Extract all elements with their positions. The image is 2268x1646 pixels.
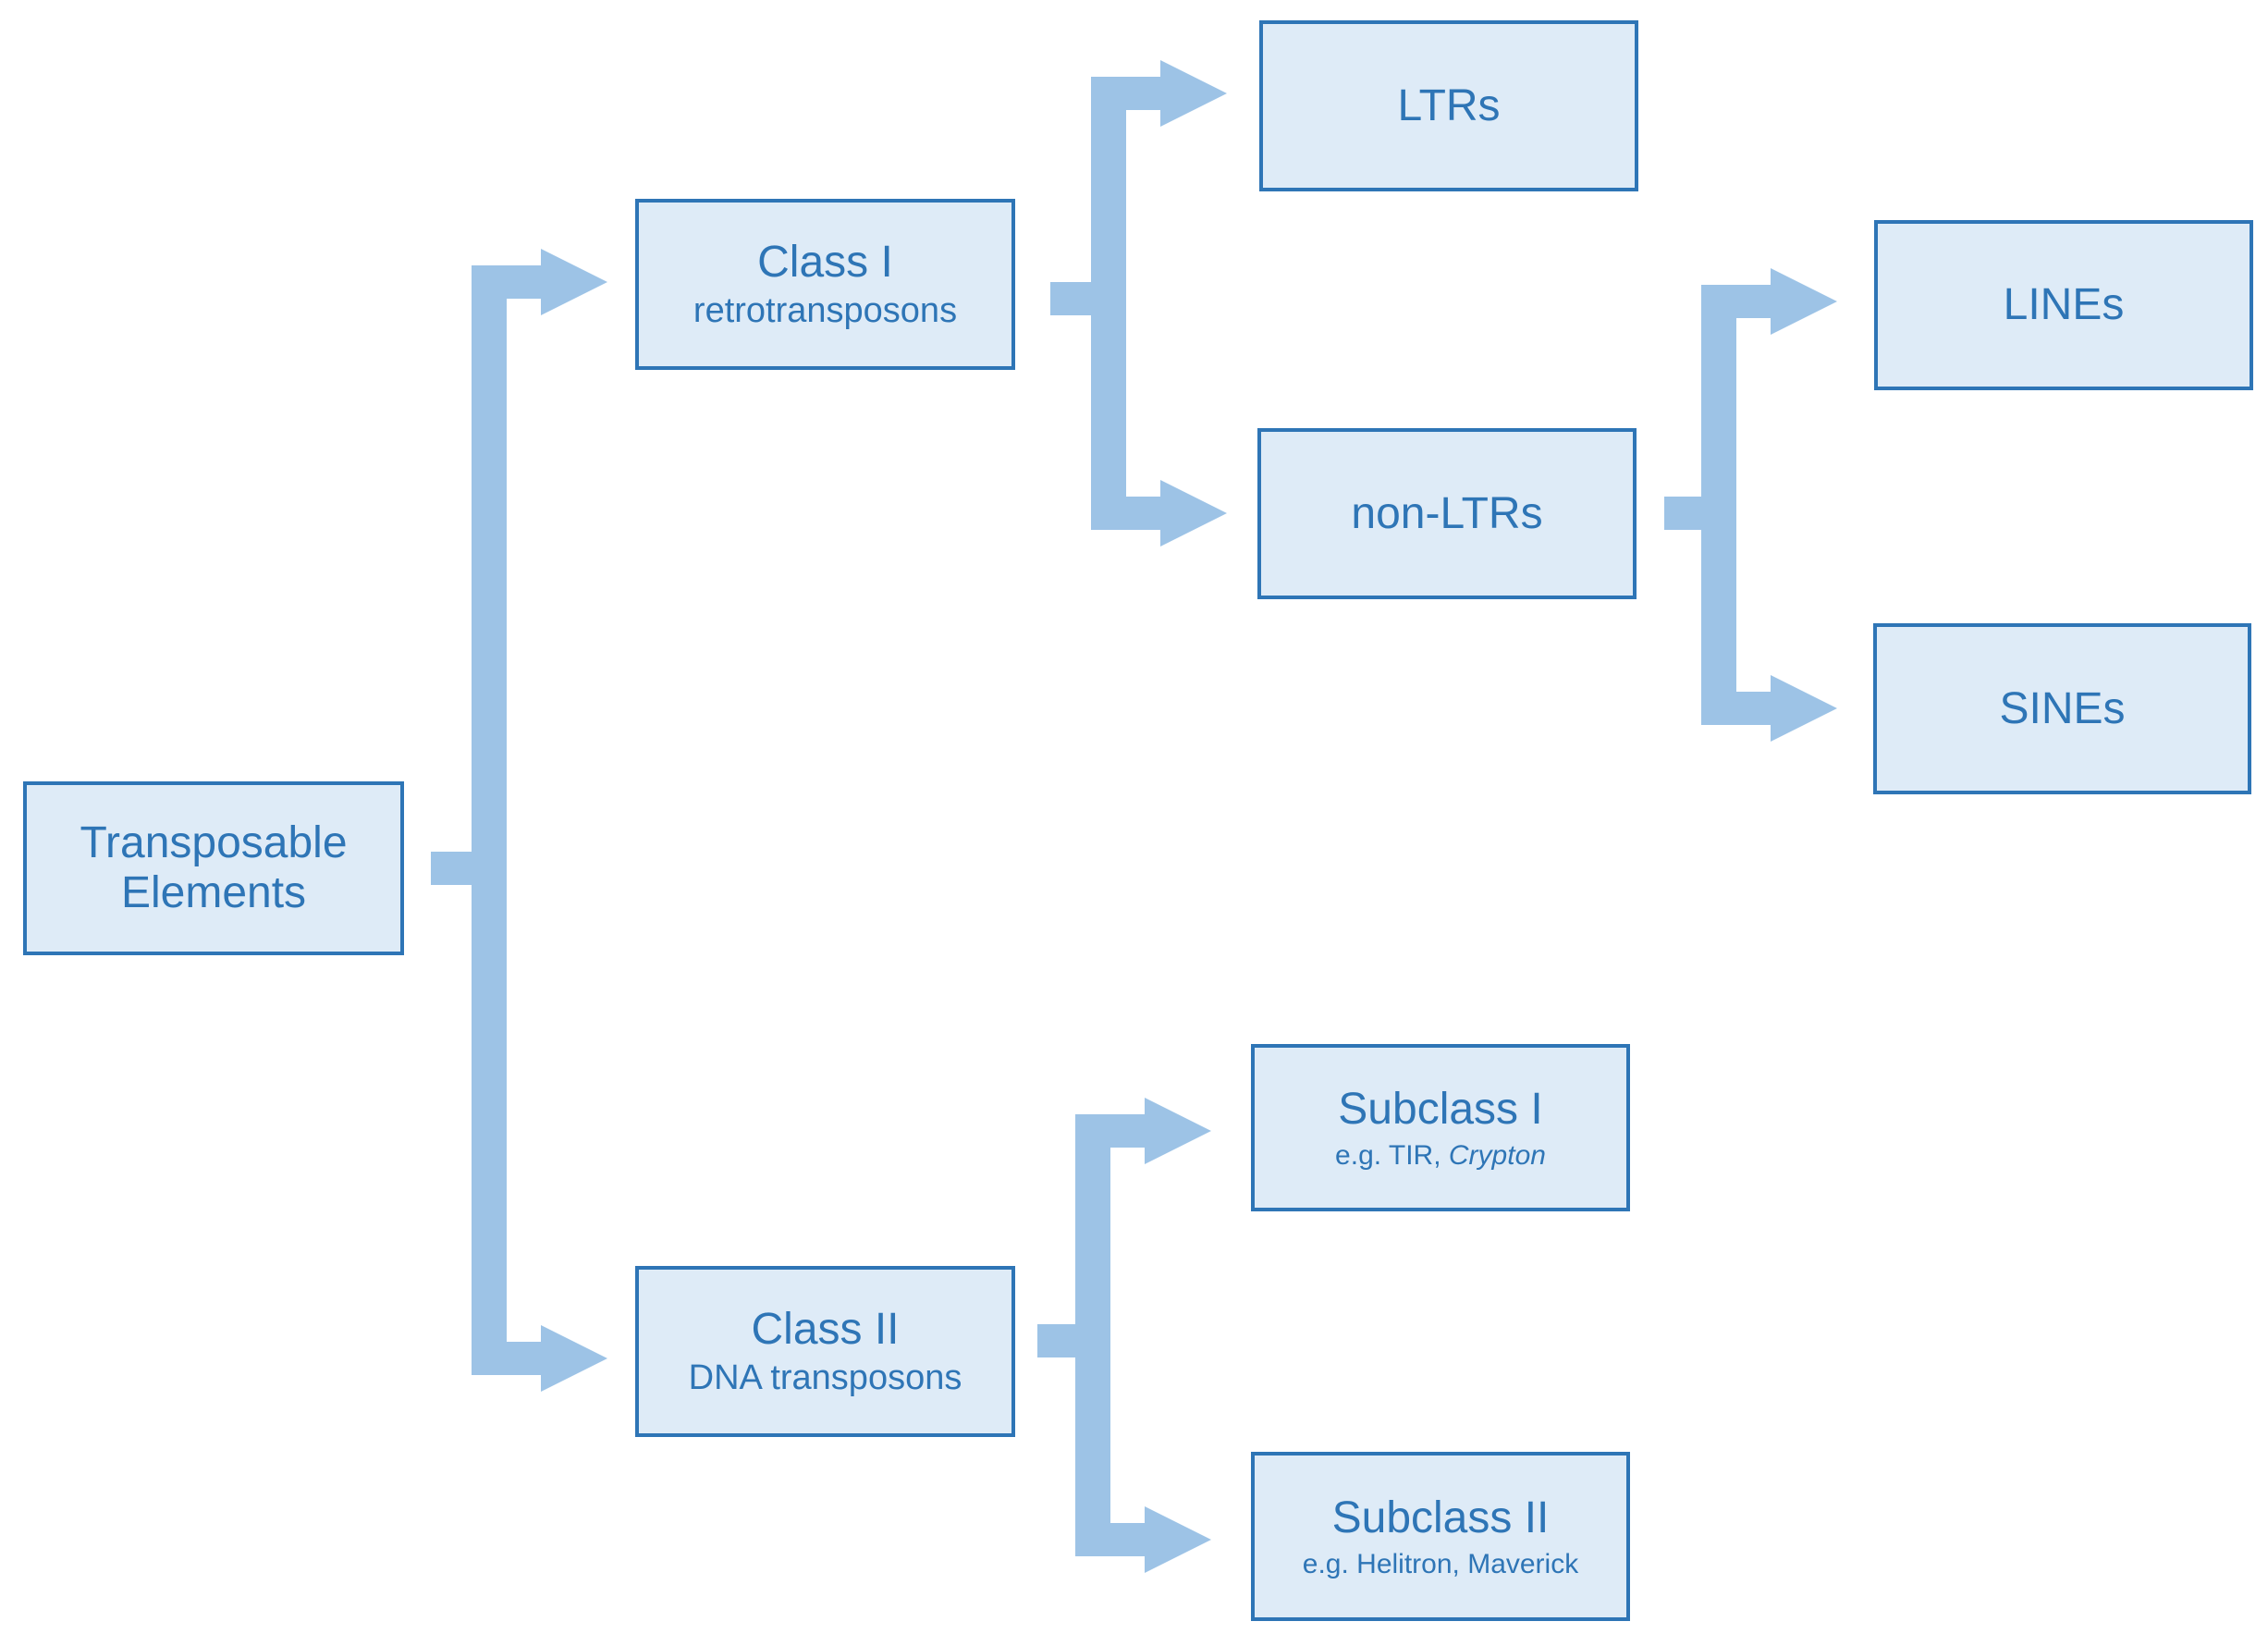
node-class-2: Class II DNA transposons [635,1266,1015,1437]
node-sublabel-regular: e.g. TIR, [1335,1139,1441,1171]
node-sublabel: e.g. TIR, Crypton [1335,1140,1546,1171]
node-sublabel: DNA transposons [688,1358,962,1398]
node-label: LTRs [1397,80,1501,130]
node-sublabel-italic: Crypton [1448,1139,1546,1171]
arrow-connector-class1-to-ltr-types [1050,60,1227,547]
node-label: SINEs [1999,683,2126,733]
node-class-1: Class I retrotransposons [635,199,1015,370]
arrow-connector-root-to-classes [431,249,607,1392]
node-label: Class I [757,237,893,287]
node-label: Class II [751,1304,900,1354]
arrow-connector-nonltrs-to-lines-sines [1664,268,1837,742]
node-sines: SINEs [1873,623,2251,794]
arrow-connector-class2-to-subclasses [1037,1098,1211,1573]
node-sublabel: e.g. Helitron, Maverick [1302,1548,1579,1579]
node-ltrs: LTRs [1259,20,1638,191]
node-label: non-LTRs [1351,488,1543,538]
node-lines: LINEs [1874,220,2253,390]
node-label: Subclass II [1331,1493,1550,1543]
node-subclass-1: Subclass I e.g. TIR, Crypton [1251,1044,1630,1211]
node-subclass-2: Subclass II e.g. Helitron, Maverick [1251,1452,1630,1621]
node-label: Transposable Elements [80,818,348,917]
node-transposable-elements: Transposable Elements [23,781,404,955]
node-label: Subclass I [1338,1085,1543,1135]
node-label: LINEs [2003,280,2125,330]
node-non-ltrs: non-LTRs [1257,428,1637,599]
node-sublabel: retrotransposons [693,291,958,331]
